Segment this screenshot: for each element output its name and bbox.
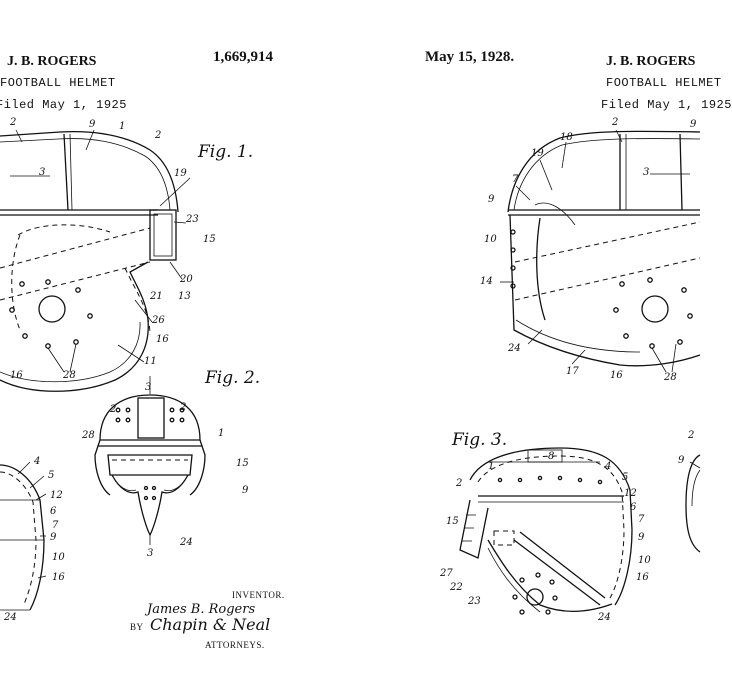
right-fig2-helmet [685, 454, 701, 553]
ref-numeral: 10 [52, 552, 65, 563]
ref-numeral: 2 [10, 117, 17, 128]
ref-numeral: 27 [440, 568, 453, 579]
patent-drawings [0, 129, 701, 615]
ref-numeral: 16 [156, 334, 169, 345]
ref-numeral: 3 [145, 382, 152, 393]
ref-numeral: 28 [63, 370, 76, 381]
ref-numeral: 1 [119, 121, 126, 132]
attorneys-signature: Chapin & Neal [150, 615, 271, 634]
ref-numeral: 16 [636, 572, 649, 583]
ref-numeral: 24 [598, 612, 611, 623]
ref-numeral: 9 [638, 532, 645, 543]
ref-numeral: 21 [150, 291, 163, 302]
by-label: BY [130, 622, 144, 632]
patent-spread: J. B. ROGERS FOOTBALL HELMET Filed May 1… [0, 49, 731, 650]
ref-numeral: 9 [690, 119, 697, 130]
ref-numeral: 2 [612, 117, 619, 128]
ref-numeral: 5 [48, 470, 55, 481]
ref-numeral: 15 [236, 458, 249, 469]
ref-numeral: 23 [468, 596, 481, 607]
right-filed-date: Filed May 1, 1925 [601, 98, 732, 112]
ref-numeral: 5 [622, 472, 629, 483]
left-inventor-name: J. B. ROGERS [7, 54, 97, 69]
ref-numeral: 18 [560, 132, 573, 143]
ref-numeral: 2 [180, 402, 187, 413]
ref-numeral: 7 [52, 520, 59, 531]
attorneys-label: ATTORNEYS. [205, 640, 265, 650]
ref-numeral: 24 [4, 612, 17, 623]
left-fig2-label: Fig. 2. [205, 368, 261, 388]
inventor-label: INVENTOR. [232, 590, 285, 600]
left-section-helmet [0, 461, 47, 611]
ref-numeral: 10 [484, 234, 497, 245]
ref-numeral: 15 [203, 234, 216, 245]
ref-numeral: 7 [512, 174, 519, 185]
ref-numeral: 13 [178, 291, 191, 302]
ref-numeral: 14 [480, 276, 493, 287]
right-inventor-name: J. B. ROGERS [606, 54, 696, 69]
ref-numeral: 2 [110, 404, 117, 415]
ref-numeral: 9 [242, 485, 249, 496]
ref-numeral: 20 [180, 274, 193, 285]
ref-numeral: 3 [147, 548, 154, 559]
ref-numeral: 15 [446, 516, 459, 527]
ref-numeral: 2 [155, 130, 162, 141]
ref-numeral: 24 [508, 343, 521, 354]
ref-numeral: 9 [50, 532, 57, 543]
ref-numeral: 6 [630, 502, 637, 513]
ref-numeral: 16 [52, 572, 65, 583]
ref-numeral: 6 [50, 506, 57, 517]
ref-numeral: 12 [624, 488, 637, 499]
right-title: FOOTBALL HELMET [606, 76, 722, 90]
ref-numeral: 4 [34, 456, 41, 467]
ref-numeral: 9 [678, 455, 685, 466]
left-fig2-helmet [94, 376, 206, 545]
ref-numeral: 2 [688, 430, 695, 441]
ref-numeral: 26 [152, 315, 165, 326]
ref-numeral: 9 [488, 194, 495, 205]
ref-numeral: 23 [186, 214, 199, 225]
left-filed-date: Filed May 1, 1925 [0, 98, 127, 112]
ref-numeral: 19 [174, 168, 187, 179]
ref-numeral: 16 [10, 370, 23, 381]
ref-numeral: 4 [605, 461, 612, 472]
ref-numeral: 3 [643, 167, 650, 178]
ref-numeral: 22 [450, 582, 463, 593]
left-fig1-label: Fig. 1. [198, 142, 254, 162]
ref-numeral: 9 [89, 119, 96, 130]
patent-date: May 15, 1928. [425, 49, 515, 65]
ref-numeral: 8 [548, 451, 555, 462]
ref-numeral: 12 [50, 490, 63, 501]
ref-numeral: 2 [456, 478, 463, 489]
ref-numeral: 19 [531, 148, 544, 159]
ref-numeral: 16 [610, 370, 623, 381]
left-fig1-helmet [0, 129, 191, 392]
ref-numeral: 17 [566, 366, 579, 377]
right-fig1-helmet [500, 129, 701, 373]
ref-numeral: 28 [82, 430, 95, 441]
inventor-signature: James B. Rogers [147, 602, 256, 617]
left-title: FOOTBALL HELMET [0, 76, 116, 90]
ref-numeral: 11 [144, 356, 157, 367]
ref-numeral: 1 [218, 428, 225, 439]
right-fig3-label: Fig. 3. [452, 430, 508, 450]
ref-numeral: 10 [638, 555, 651, 566]
ref-numeral: 24 [180, 537, 193, 548]
patent-number: 1,669,914 [213, 49, 273, 65]
ref-numeral: 1 [488, 461, 495, 472]
ref-numeral: 28 [664, 372, 677, 383]
ref-numeral: 7 [638, 514, 645, 525]
ref-numeral: 3 [39, 167, 46, 178]
right-fig3-helmet [459, 447, 633, 615]
